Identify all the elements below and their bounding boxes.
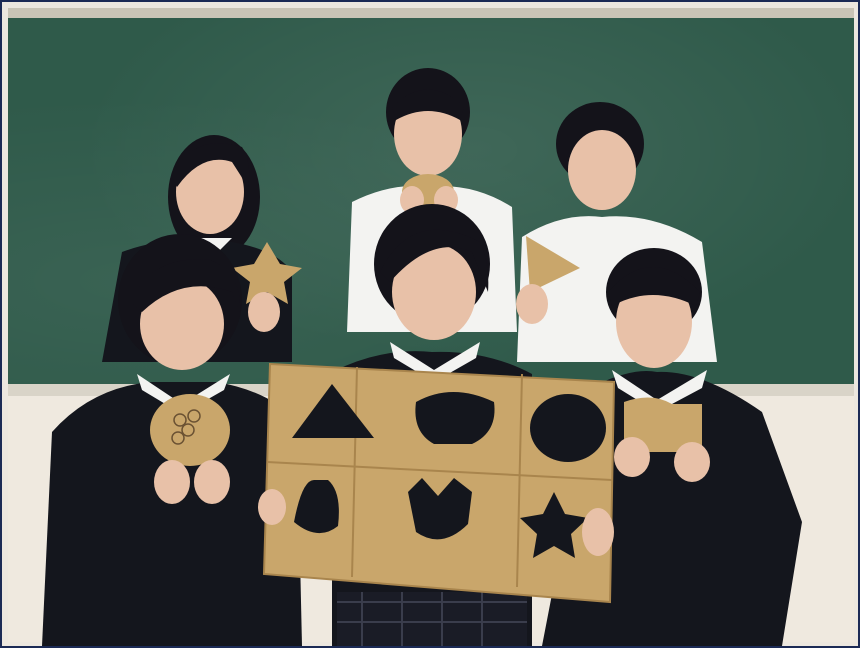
triangle-hole: [292, 384, 374, 438]
flower-cutout: [624, 397, 702, 452]
star-hole: [520, 492, 588, 558]
star-cutout: [232, 242, 302, 304]
cardboard-shape-board: [258, 362, 616, 604]
triangle-cutout: [526, 236, 580, 292]
heart-hole: [415, 392, 495, 444]
student-front-left: [42, 234, 302, 646]
flower-hole: [294, 480, 339, 534]
circle-cutout: [150, 394, 230, 466]
tulip-hole: [408, 478, 472, 540]
circle-hole: [530, 394, 606, 462]
